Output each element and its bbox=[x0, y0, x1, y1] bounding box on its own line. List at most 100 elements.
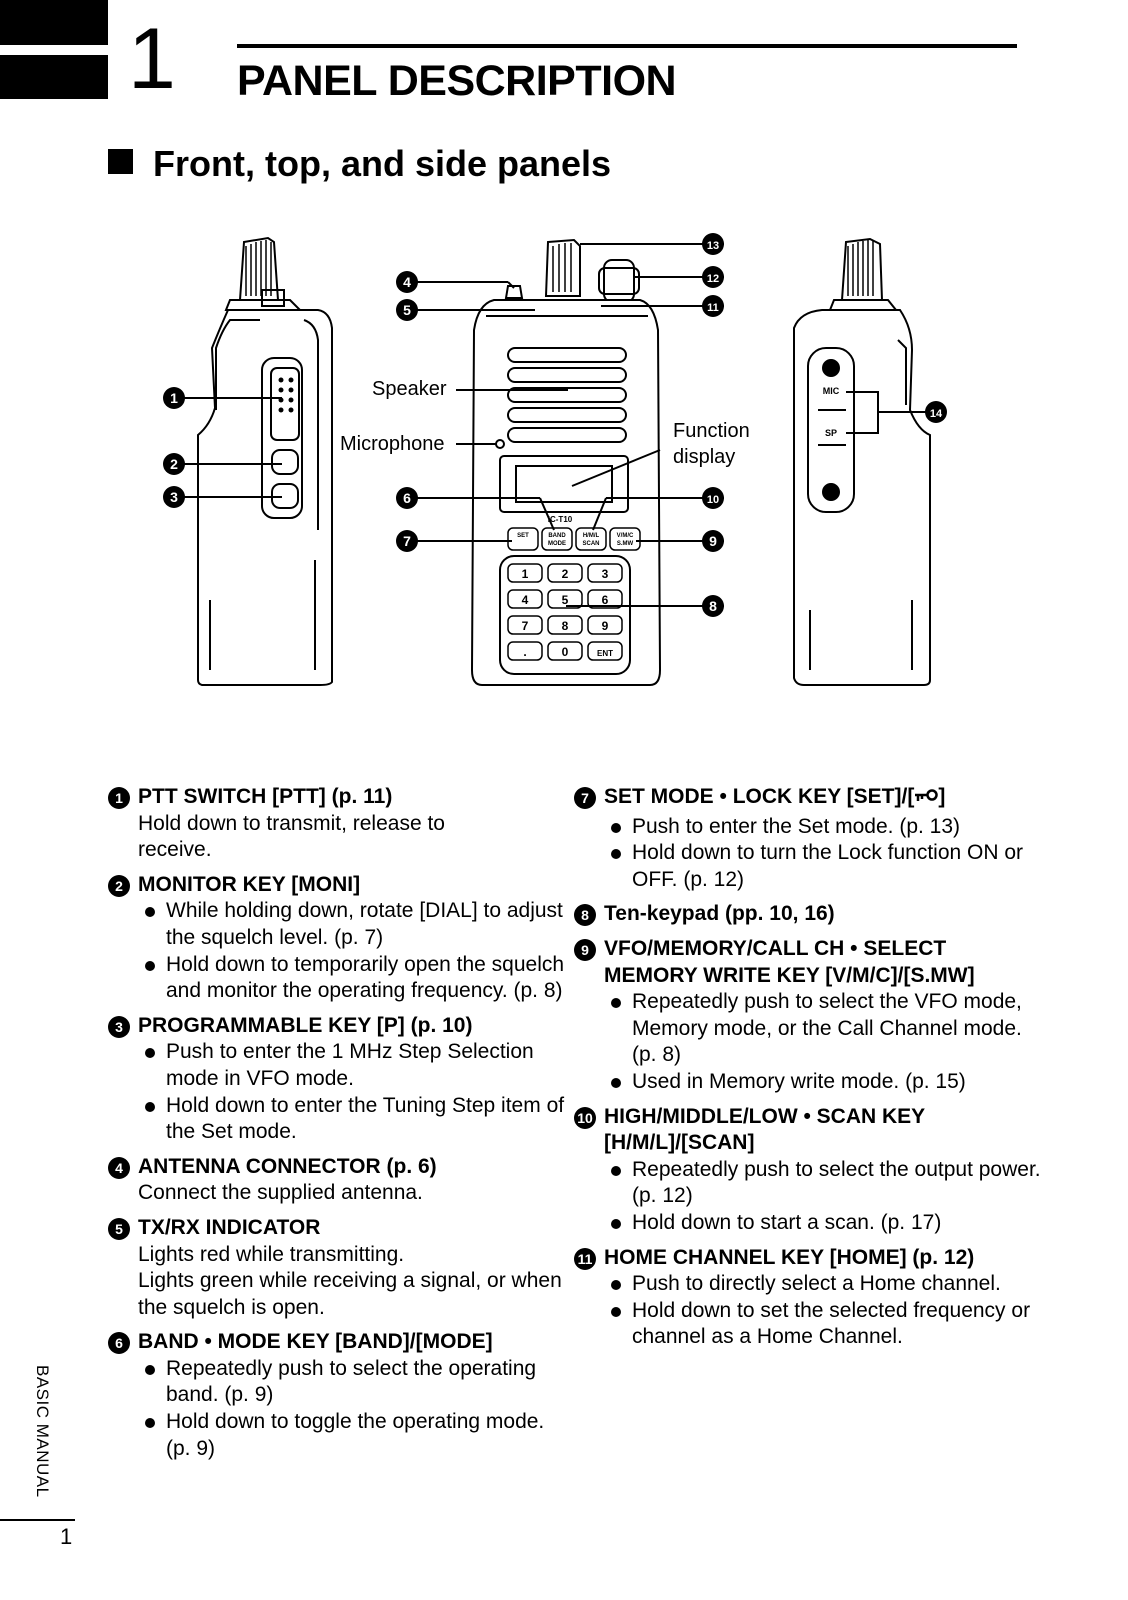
keypad-key bbox=[547, 641, 583, 661]
key-band-label: BAND bbox=[548, 533, 566, 539]
description-item: 2 MONITOR KEY [MONI]While holding down, r… bbox=[108, 872, 568, 1005]
model-label: IC-T10 bbox=[548, 515, 573, 524]
callout-number: 3 bbox=[170, 489, 178, 505]
item-bullet: Push to directly select a Home channel. bbox=[604, 1271, 1044, 1298]
keypad-key bbox=[507, 589, 543, 609]
item-bullet: Hold down to temporarily open the squelc… bbox=[138, 952, 568, 1005]
keypad-key bbox=[507, 641, 543, 661]
item-text: Connect the supplied antenna. bbox=[138, 1181, 423, 1205]
radio-diagram: SET BAND MODE H/M/L SCAN V/M/C S.MW IC-T… bbox=[163, 233, 947, 686]
side-text: BASIC MANUAL bbox=[33, 1365, 52, 1498]
item-bullet: While holding down, rotate [DIAL] to adj… bbox=[138, 898, 568, 951]
description-item: 7 SET MODE • LOCK KEY [SET]/[]Push to ent… bbox=[574, 784, 1044, 893]
callout-number: 13 bbox=[707, 240, 719, 252]
callout-number: 7 bbox=[403, 533, 411, 549]
item-bullet: Repeatedly push to select the output pow… bbox=[604, 1157, 1044, 1210]
item-number-badge: 5 bbox=[108, 1217, 130, 1240]
item-bullet: Hold down to set the selected frequency … bbox=[604, 1298, 1044, 1351]
callout-number: 9 bbox=[709, 533, 717, 549]
description-column-left: 1 PTT SWITCH [PTT] (p. 11)Hold down to tr… bbox=[108, 784, 568, 1462]
callout-number: 1 bbox=[170, 390, 178, 406]
item-number-badge: 6 bbox=[108, 1332, 130, 1355]
key-smw-label: S.MW bbox=[617, 541, 634, 547]
front-view: SET BAND MODE H/M/L SCAN V/M/C S.MW IC-T… bbox=[417, 238, 724, 686]
item-text: Lights green while receiving a signal, o… bbox=[138, 1269, 562, 1319]
speaker-label: Speaker bbox=[372, 378, 447, 400]
item-title: SET MODE • LOCK KEY [SET]/[] bbox=[604, 784, 1044, 814]
item-number-badge: 9 bbox=[574, 938, 596, 961]
callout-circle bbox=[163, 453, 185, 475]
key-mode-label: MODE bbox=[548, 541, 566, 547]
keypad-key bbox=[587, 589, 623, 609]
callout-number: 8 bbox=[709, 598, 717, 614]
item-title-text: SET MODE • LOCK KEY [SET]/[ bbox=[604, 785, 915, 808]
callout-circle bbox=[396, 530, 418, 552]
keypad-key-label: ENT bbox=[597, 649, 613, 658]
item-title: HIGH/MIDDLE/LOW • SCAN KEY [H/M/L]/[SCAN… bbox=[604, 1104, 1044, 1157]
keypad-key-label: . bbox=[523, 645, 526, 659]
item-title-text: HOME CHANNEL KEY [HOME] (p. 12) bbox=[604, 1245, 975, 1269]
description-item: 8 Ten-keypad (pp. 10, 16) bbox=[574, 901, 1044, 928]
item-text: receive. bbox=[138, 838, 212, 862]
item-title-text: MONITOR KEY [MONI] bbox=[138, 872, 361, 896]
item-number-badge: 2 bbox=[108, 874, 130, 897]
key-set-label: SET bbox=[517, 533, 529, 539]
item-number-badge: 8 bbox=[574, 904, 596, 927]
keypad-key-label: 6 bbox=[602, 593, 609, 607]
item-title-text: Ten-keypad (pp. 10, 16) bbox=[604, 902, 835, 926]
page-rule bbox=[0, 1519, 75, 1521]
description-item: 4 ANTENNA CONNECTOR (p. 6)Connect the sup… bbox=[108, 1154, 568, 1207]
item-number-badge: 4 bbox=[108, 1156, 130, 1179]
callout-circle bbox=[925, 401, 947, 423]
item-title: Ten-keypad (pp. 10, 16) bbox=[604, 901, 1044, 928]
page-number: 1 bbox=[60, 1524, 73, 1549]
callout-circle bbox=[163, 486, 185, 508]
keypad-key-label: 7 bbox=[522, 619, 529, 633]
keypad-key bbox=[587, 563, 623, 583]
item-title: PTT SWITCH [PTT] (p. 11) bbox=[138, 784, 568, 811]
item-title: HOME CHANNEL KEY [HOME] (p. 12) bbox=[604, 1245, 1044, 1272]
callout-circle bbox=[702, 530, 724, 552]
callout-number: 5 bbox=[403, 302, 411, 318]
item-title: ANTENNA CONNECTOR (p. 6) bbox=[138, 1154, 568, 1181]
keypad-key bbox=[547, 563, 583, 583]
callout-number: 2 bbox=[170, 456, 178, 472]
sp-label: SP bbox=[825, 428, 837, 438]
callout-number: 6 bbox=[403, 490, 411, 506]
callout-circle bbox=[163, 387, 185, 409]
item-bullet: Repeatedly push to select the VFO mode, … bbox=[604, 989, 1044, 1069]
item-number-badge: 7 bbox=[574, 787, 596, 809]
item-bullet: Hold down to toggle the operating mode. … bbox=[138, 1409, 568, 1462]
item-number-badge: 3 bbox=[108, 1015, 130, 1038]
item-title-text: PROGRAMMABLE KEY [P] (p. 10) bbox=[138, 1013, 473, 1037]
item-bullet: Push to enter the Set mode. (p. 13) bbox=[604, 814, 1044, 841]
item-number-badge: 1 bbox=[108, 787, 130, 809]
item-text: Lights red while transmitting. bbox=[138, 1242, 405, 1266]
item-text: Hold down to transmit, release to bbox=[138, 811, 445, 835]
mic-label: MIC bbox=[823, 386, 840, 396]
keypad-key-label: 9 bbox=[602, 619, 609, 633]
item-number-badge: 11 bbox=[574, 1247, 596, 1270]
key-scan-label: SCAN bbox=[582, 541, 599, 547]
callout-circle bbox=[702, 295, 724, 317]
keypad-key-label: 1 bbox=[522, 567, 529, 581]
section-title-text: Front, top, and side panels bbox=[153, 143, 612, 184]
callout-number: 14 bbox=[930, 408, 943, 420]
item-bullet: Hold down to start a scan. (p. 17) bbox=[604, 1210, 1044, 1237]
callout-number: 4 bbox=[403, 274, 411, 290]
chapter-number: 1 bbox=[128, 11, 176, 107]
keypad-key-label: 8 bbox=[562, 619, 569, 633]
keypad-key-label: 4 bbox=[522, 593, 529, 607]
item-title: VFO/MEMORY/CALL CH • SELECT MEMORY WRITE… bbox=[604, 936, 1044, 989]
key-hml-label: H/M/L bbox=[583, 533, 600, 539]
item-title: MONITOR KEY [MONI] bbox=[138, 872, 568, 899]
callout-number: 12 bbox=[707, 273, 719, 285]
microphone-label: Microphone bbox=[340, 433, 445, 455]
item-title: BAND • MODE KEY [BAND]/[MODE] bbox=[138, 1329, 568, 1356]
keypad-key-label: 0 bbox=[562, 645, 569, 659]
keypad-key bbox=[547, 589, 583, 609]
